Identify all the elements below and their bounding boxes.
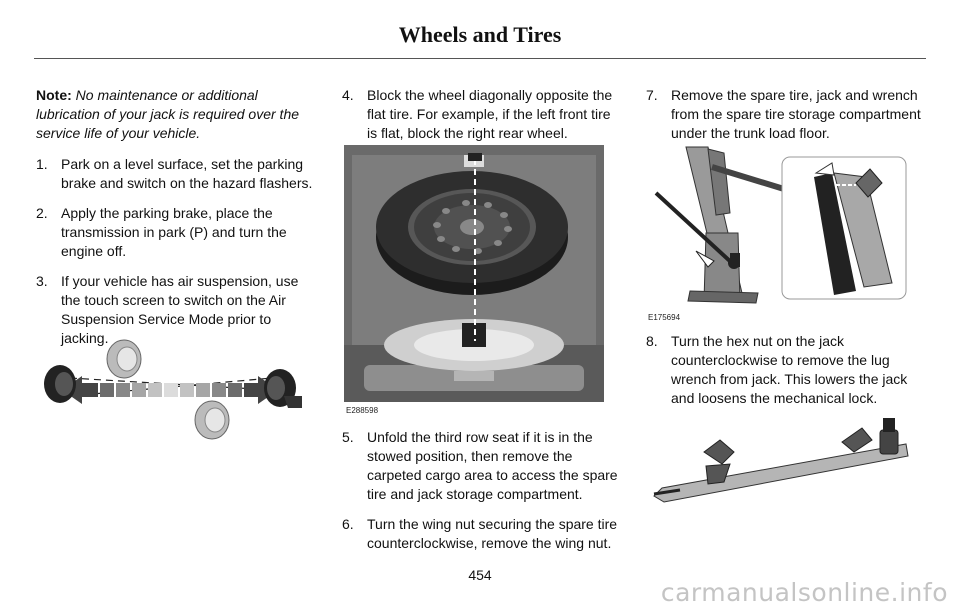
- step-3: 3. If your vehicle has air suspension, u…: [36, 272, 316, 348]
- step-text: Park on a level surface, set the parking…: [61, 156, 313, 191]
- column-2-lower: 5. Unfold the third row seat if it is in…: [342, 428, 622, 564]
- step-number: 2.: [36, 205, 48, 221]
- jack-diagram-icon: [654, 146, 907, 304]
- step-text: Block the wheel diagonally opposite the …: [367, 87, 613, 141]
- page-number: 454: [468, 567, 492, 583]
- step-text: Turn the hex nut on the jack countercloc…: [671, 333, 908, 406]
- step-2: 2. Apply the parking brake, place the tr…: [36, 204, 316, 261]
- step-number: 3.: [36, 273, 48, 289]
- step-number: 8.: [646, 333, 658, 349]
- step-number: 5.: [342, 429, 354, 445]
- step-7: 7. Remove the spare tire, jack and wrenc…: [646, 86, 928, 143]
- step-number: 1.: [36, 156, 48, 172]
- figure-label: E175694: [648, 313, 681, 322]
- wheel-block-diagram-icon: [44, 339, 302, 440]
- step-text: Remove the spare tire, jack and wrench f…: [671, 87, 921, 141]
- step-4: 4. Block the wheel diagonally opposite t…: [342, 86, 622, 143]
- page-title: Wheels and Tires: [398, 22, 562, 47]
- figure-label: E288598: [346, 406, 379, 415]
- note-label: Note:: [36, 87, 72, 103]
- column-3-lower: 8. Turn the hex nut on the jack counterc…: [646, 332, 928, 419]
- step-text: If your vehicle has air suspension, use …: [61, 273, 299, 346]
- step-5: 5. Unfold the third row seat if it is in…: [342, 428, 622, 504]
- spare-tire-photo-icon: [344, 145, 604, 402]
- note-paragraph: Note: No maintenance or additional lubri…: [36, 86, 316, 143]
- step-8: 8. Turn the hex nut on the jack counterc…: [646, 332, 928, 408]
- column-3: 7. Remove the spare tire, jack and wrenc…: [646, 86, 928, 154]
- step-1: 1. Park on a level surface, set the park…: [36, 155, 316, 193]
- step-text: Unfold the third row seat if it is in th…: [367, 429, 618, 502]
- step-6: 6. Turn the wing nut securing the spare …: [342, 515, 622, 553]
- lug-wrench-icon: [653, 418, 909, 503]
- column-2: 4. Block the wheel diagonally opposite t…: [342, 86, 622, 154]
- header-rule: [34, 58, 926, 59]
- step-text: Turn the wing nut securing the spare tir…: [367, 516, 618, 551]
- step-text: Apply the parking brake, place the trans…: [61, 205, 287, 259]
- step-number: 6.: [342, 516, 354, 532]
- watermark: carmanualsonline.info: [660, 578, 948, 607]
- step-number: 7.: [646, 87, 658, 103]
- column-1: Note: No maintenance or additional lubri…: [36, 86, 316, 359]
- step-number: 4.: [342, 87, 354, 103]
- note-text: No maintenance or additional lubrication…: [36, 87, 300, 141]
